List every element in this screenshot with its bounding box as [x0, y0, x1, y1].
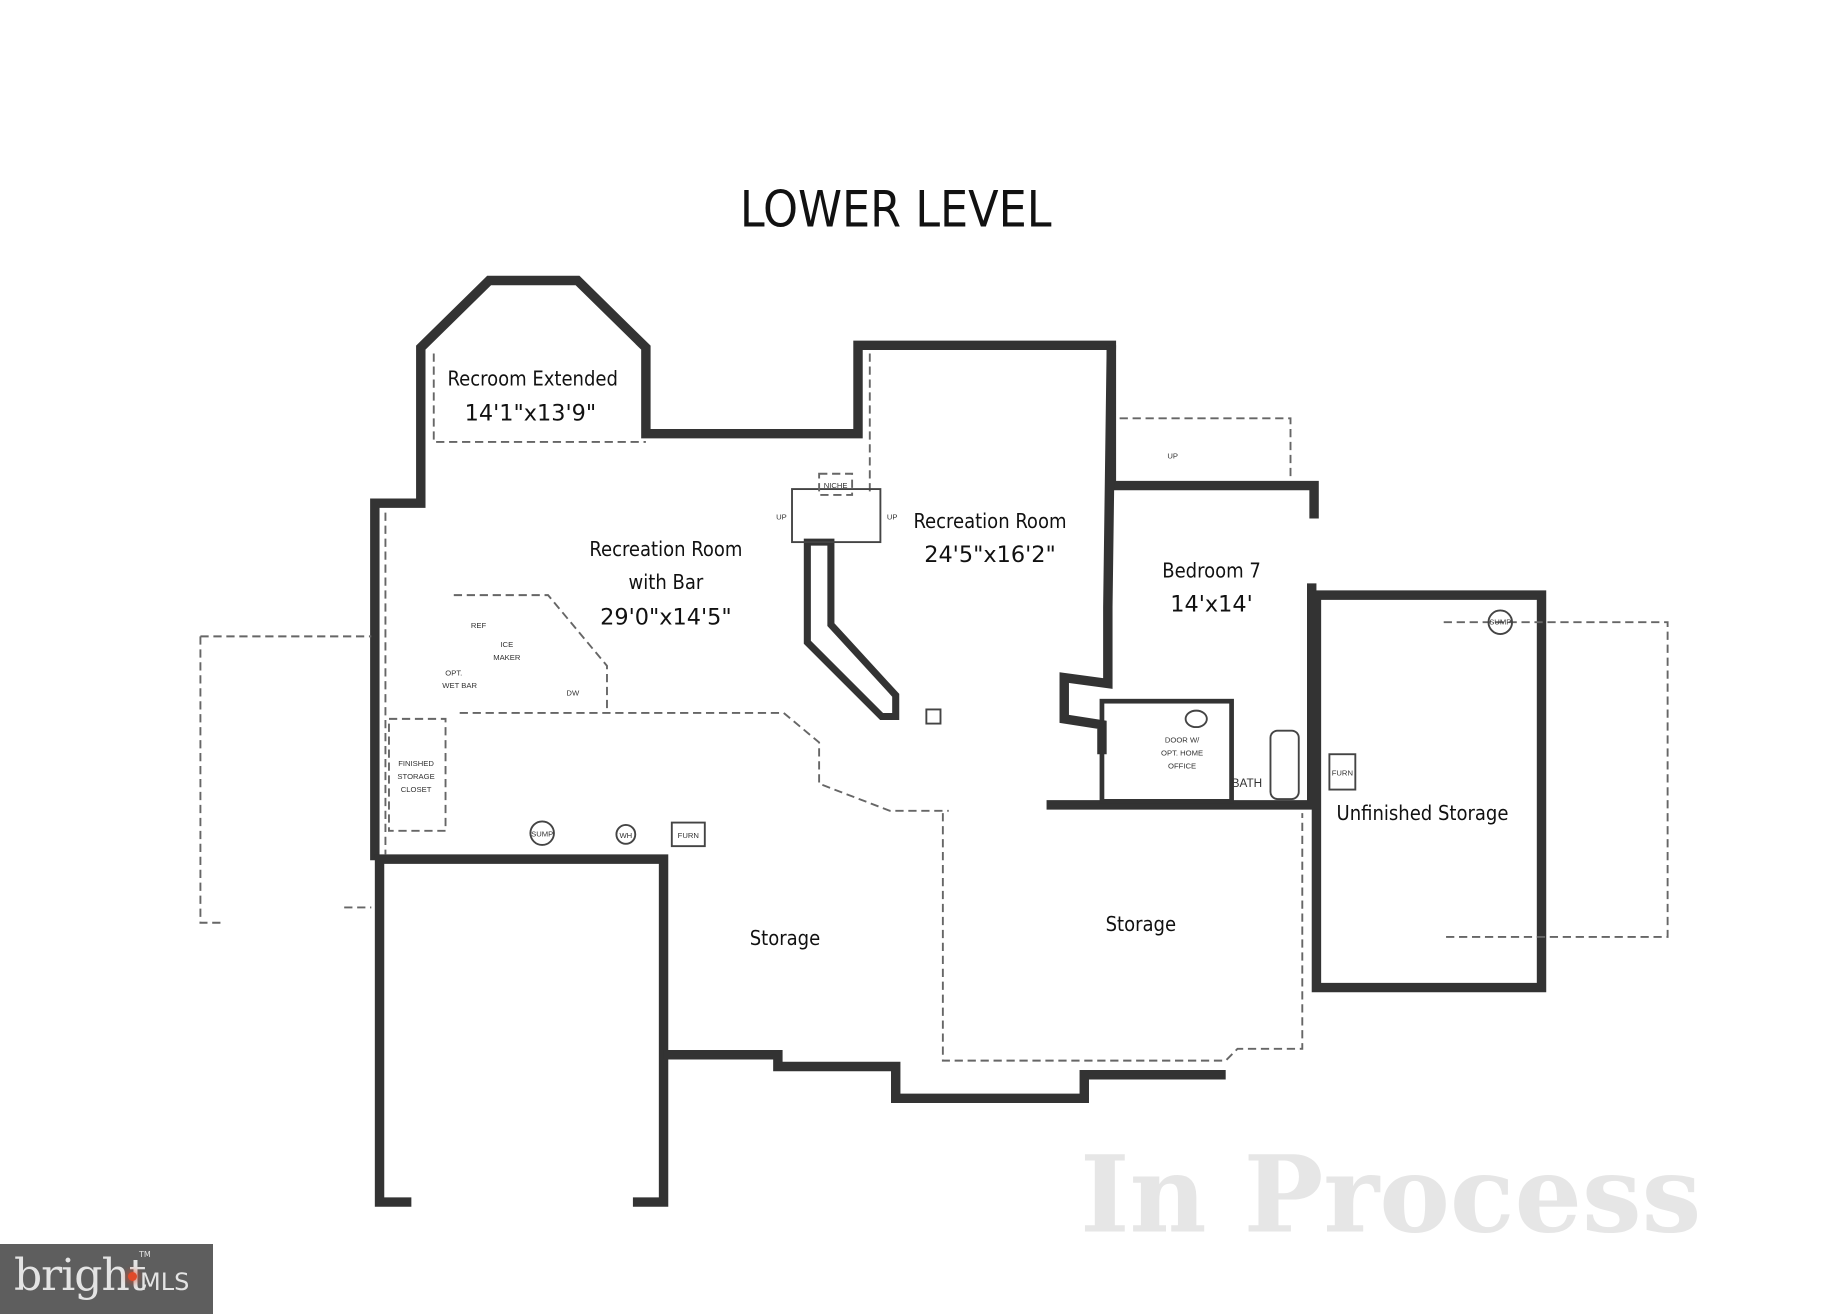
- label-finished: FINISHED: [398, 759, 434, 768]
- room-name: Storage: [1106, 912, 1176, 936]
- staircase: [791, 472, 942, 725]
- room-name: Unfinished Storage: [1337, 801, 1509, 825]
- label-maker: MAKER: [493, 653, 521, 662]
- room-name: Recroom Extended: [448, 366, 618, 390]
- label-bath: BATH: [1232, 777, 1263, 790]
- room-size: 14'x14': [1170, 592, 1253, 618]
- label-sump: SUMP: [1489, 618, 1511, 627]
- watermark: In Process: [1080, 1133, 1701, 1258]
- label-opt: OPT.: [445, 668, 462, 677]
- label-dw: DW: [566, 688, 580, 697]
- label-door-w: DOOR W/: [1165, 735, 1200, 744]
- logo-suffix: MLS: [140, 1268, 190, 1296]
- label-wh: WH: [619, 831, 632, 840]
- logo-brand: bright: [14, 1250, 146, 1301]
- room-name: with Bar: [629, 570, 704, 594]
- bright-mls-logo: bright TM MLS: [0, 1244, 213, 1314]
- label-storage: STORAGE: [397, 772, 434, 781]
- label-furn: FURN: [678, 831, 699, 840]
- label-office: OFFICE: [1168, 761, 1196, 770]
- label-niche: NICHE: [824, 481, 848, 490]
- label-up: UP: [1167, 451, 1178, 460]
- label-sump: SUMP: [531, 830, 553, 839]
- label-up: UP: [887, 513, 898, 522]
- room-size: 29'0"x14'5": [600, 605, 732, 631]
- room-name: Recreation Room: [913, 509, 1066, 533]
- label-up: UP: [776, 513, 787, 522]
- logo-tm: TM: [139, 1250, 151, 1259]
- label-ref: REF: [471, 621, 487, 630]
- bathroom-fixtures: [529, 609, 1514, 848]
- label-opt-home: OPT. HOME: [1161, 748, 1203, 757]
- room-name: Recreation Room: [589, 537, 742, 561]
- plan-title: LOWER LEVEL: [740, 180, 1052, 238]
- room-name: Bedroom 7: [1162, 558, 1261, 582]
- room-name: Storage: [750, 926, 820, 950]
- label-wet-bar: WET BAR: [442, 681, 477, 690]
- exterior-walls: [370, 275, 1547, 1207]
- interior-lines: [199, 353, 1669, 1062]
- label-ice: ICE: [500, 640, 513, 649]
- label-furn: FURN: [1332, 768, 1353, 777]
- label-closet: CLOSET: [401, 785, 432, 794]
- room-size: 24'5"x16'2": [924, 542, 1056, 568]
- logo-star-icon: [128, 1272, 137, 1281]
- room-size: 14'1"x13'9": [465, 401, 597, 427]
